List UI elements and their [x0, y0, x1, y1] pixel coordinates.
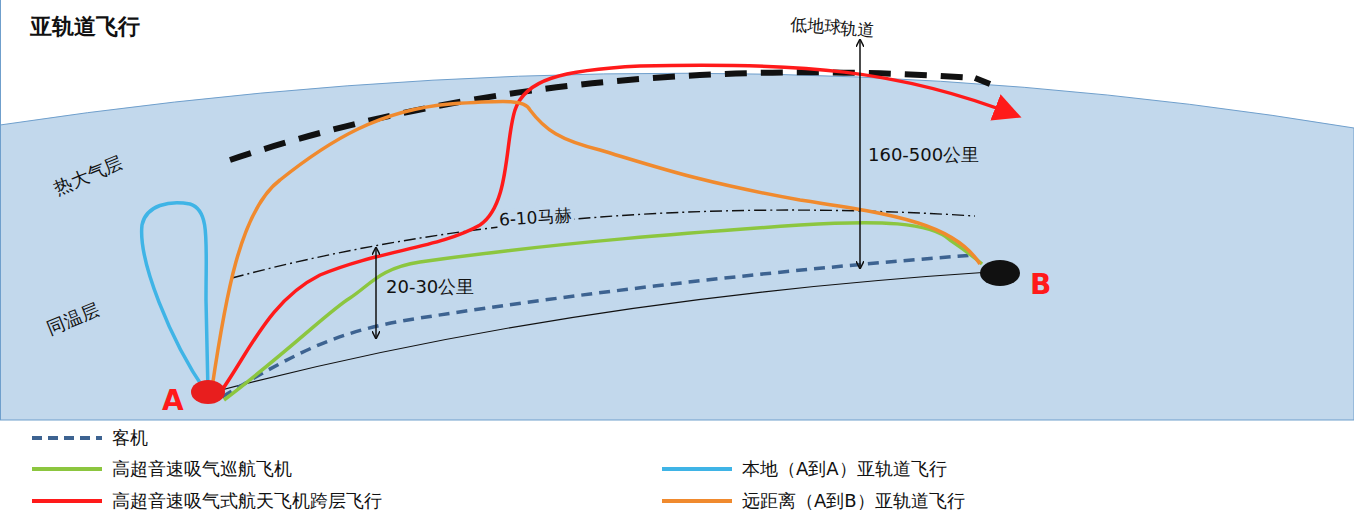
altitude-label: 160-500公里: [866, 144, 981, 166]
local-path: [142, 203, 208, 392]
legend-item: 高超音速吸气式航天飞机跨层飞行: [30, 489, 382, 513]
site-label: B: [1030, 268, 1051, 302]
passenger-path: [222, 255, 975, 397]
legend-text: 高超音速吸气式航天飞机跨层飞行: [112, 489, 382, 513]
legend-sample: [660, 458, 734, 480]
legend-text: 远距离（A到B）亚轨道飞行: [742, 489, 965, 513]
legend-item: 本地（A到A）亚轨道飞行: [660, 457, 947, 481]
leo-line: [230, 72, 975, 160]
legend-sample: [30, 490, 104, 512]
earth-surface: [210, 272, 990, 393]
legend-item: 高超音速吸气巡航飞机: [30, 457, 292, 481]
legend-item: 远距离（A到B）亚轨道飞行: [660, 489, 965, 513]
site-b: [980, 260, 1020, 286]
atmosphere-region: [0, 73, 1354, 420]
legend-text: 高超音速吸气巡航飞机: [112, 457, 292, 481]
legend-text: 客机: [112, 426, 148, 450]
diagram-title: 亚轨道飞行: [30, 14, 140, 40]
site-label: A: [162, 384, 184, 418]
frame-edge: [0, 0, 1, 420]
altitude-label: 20-30公里: [384, 276, 476, 298]
legend-item: 客机: [30, 426, 148, 450]
legend-sample: [30, 427, 104, 449]
longrange-path: [212, 102, 980, 388]
legend-text: 本地（A到A）亚轨道飞行: [742, 457, 947, 481]
cruise-path: [224, 223, 982, 400]
dimension-arrow: [375, 248, 377, 338]
spaceplane-path: [222, 65, 1015, 390]
dimension-arrow: [859, 40, 861, 268]
legend-sample: [660, 490, 734, 512]
legend-sample: [30, 458, 104, 480]
leo-line: [975, 78, 990, 84]
site-a: [191, 380, 225, 404]
orbit-label: 低地球轨道: [789, 14, 875, 40]
